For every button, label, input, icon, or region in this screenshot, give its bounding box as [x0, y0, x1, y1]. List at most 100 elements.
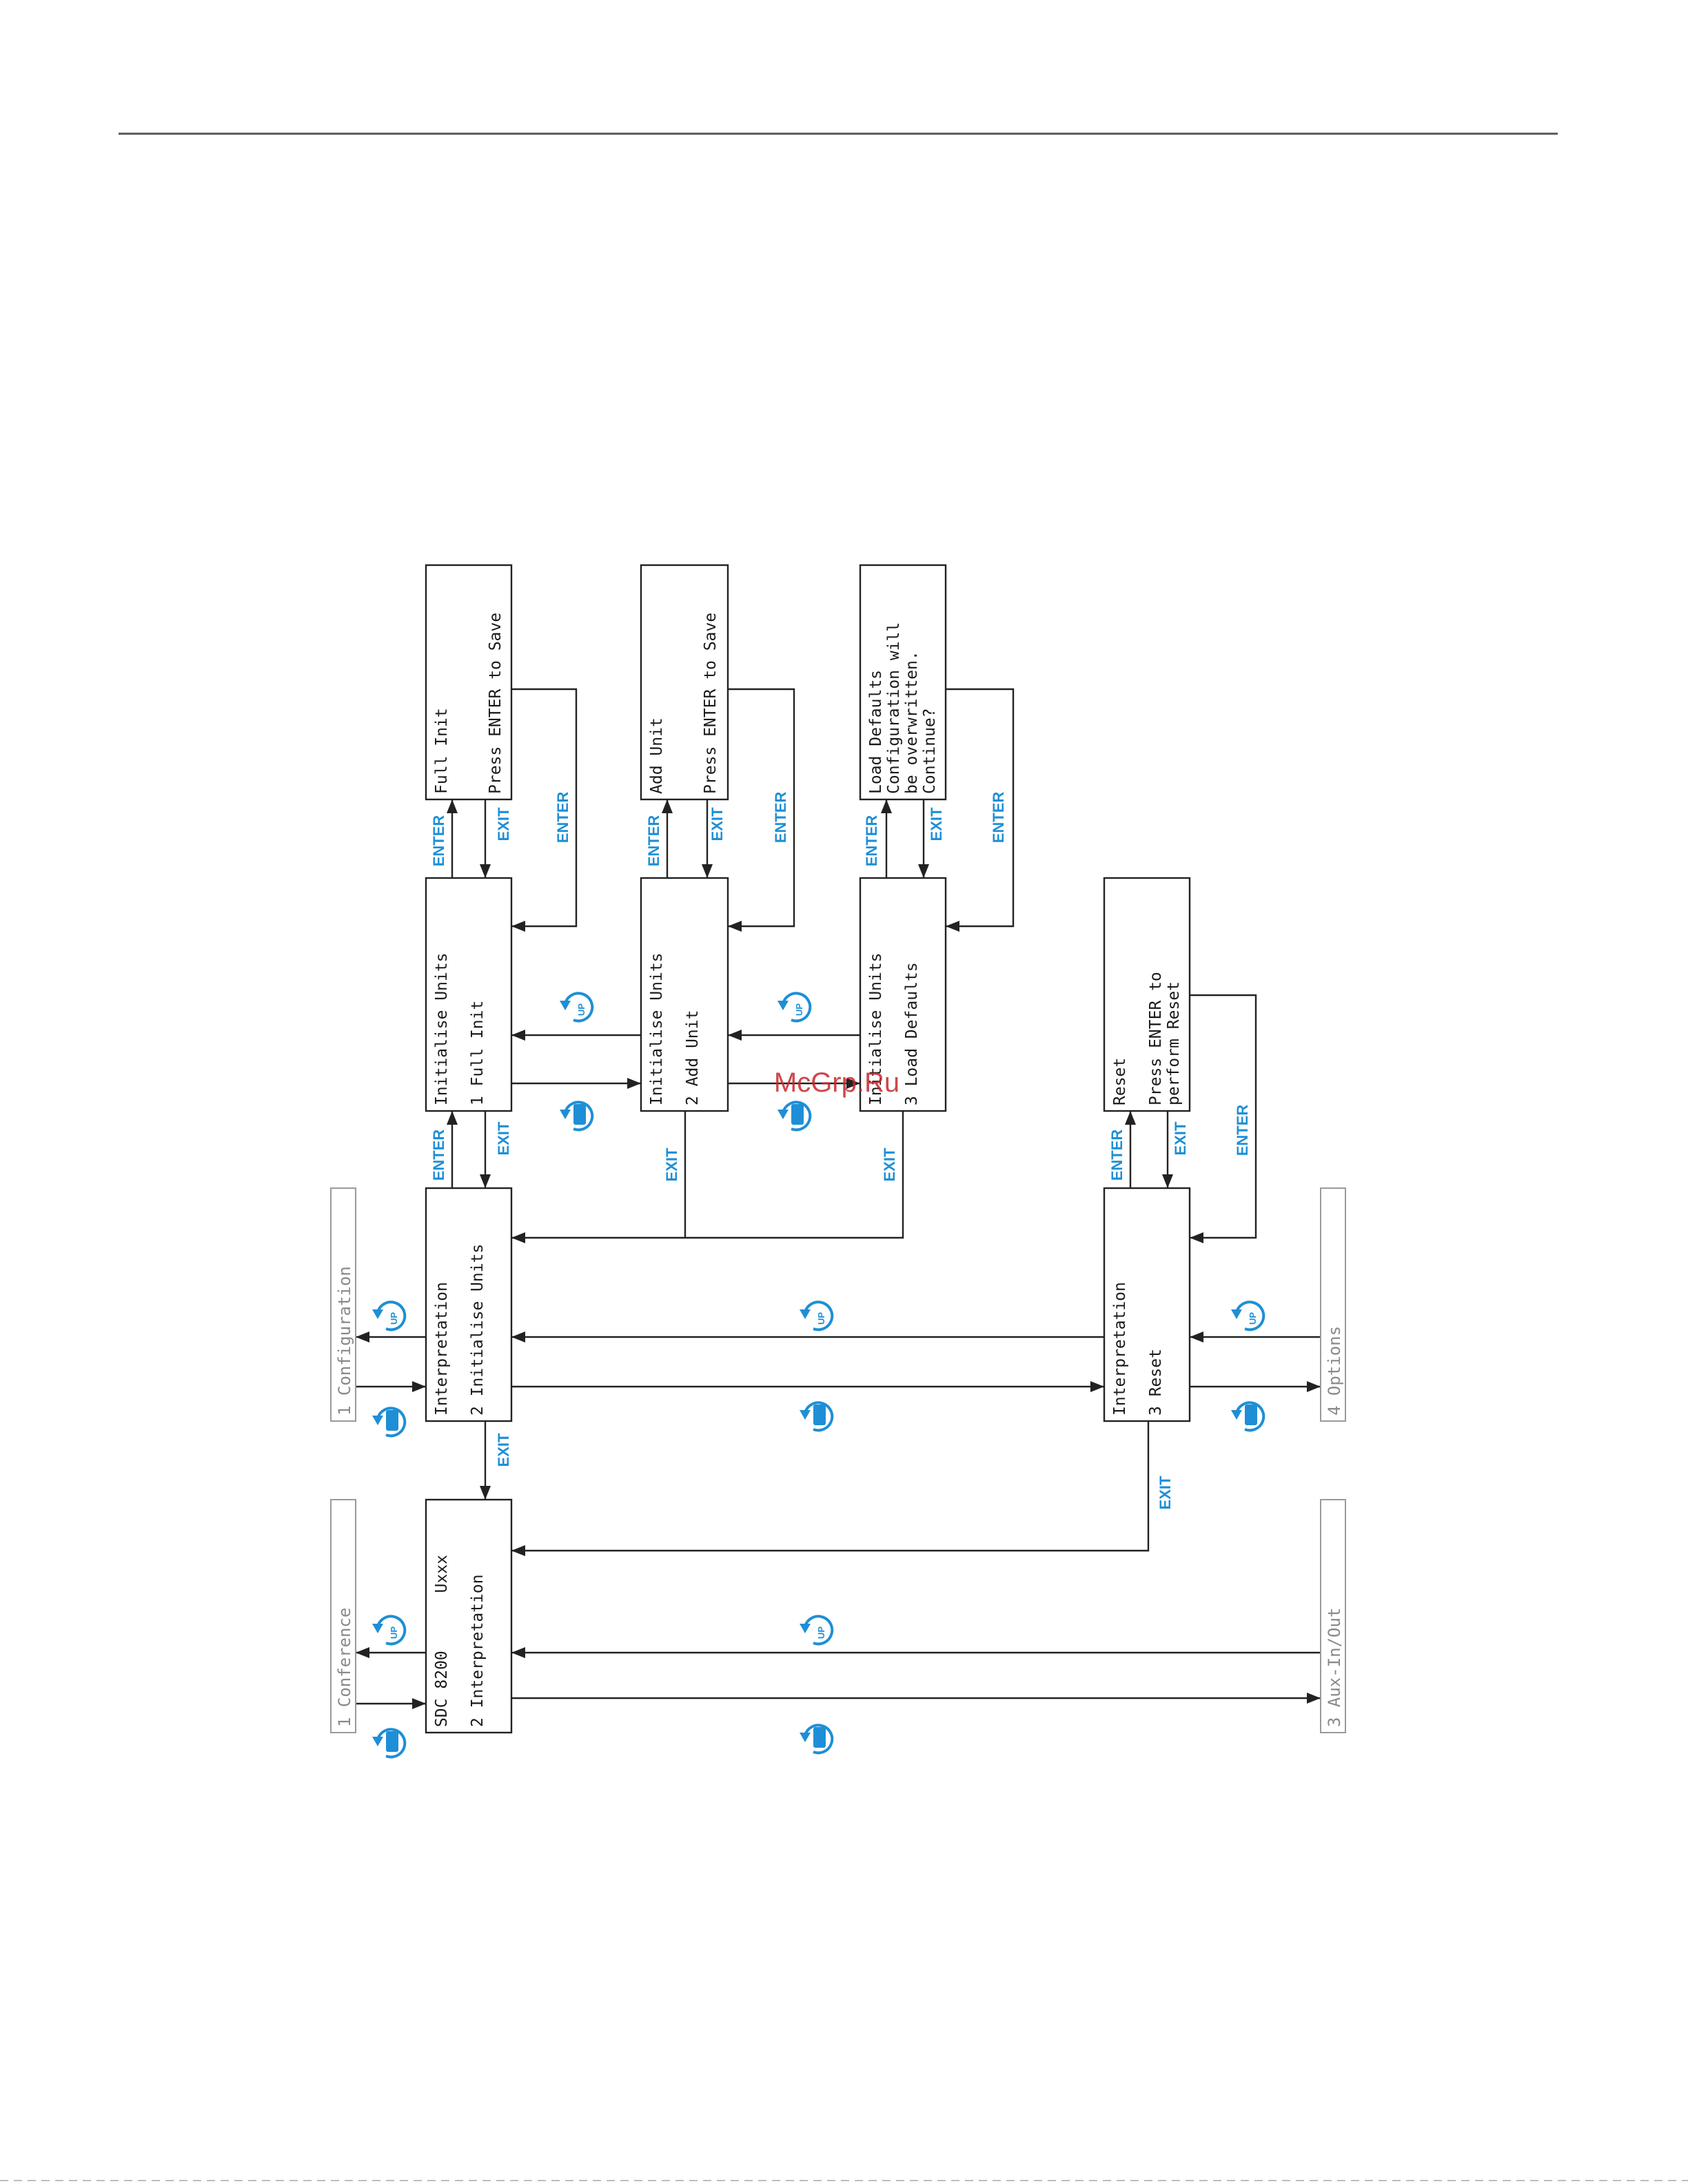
screen-line: 2 Add Unit — [684, 1010, 702, 1105]
enter-key-label: ENTER — [772, 792, 789, 844]
up-key-icon: UP — [372, 1300, 407, 1331]
screen-line: perform Reset — [1165, 981, 1183, 1105]
screen-line: Full Init — [433, 708, 451, 794]
up-icon-arc — [376, 1300, 407, 1331]
down-icon-tab — [791, 1104, 804, 1125]
menu-configuration: 1 Configuration — [330, 1187, 356, 1422]
down-icon-tab — [386, 1410, 398, 1431]
screen-line: Interpretation — [1111, 1282, 1129, 1416]
down-icon-arrowhead — [372, 1416, 383, 1425]
exit-reset-to-sdc-arrow — [511, 1421, 1150, 1556]
up-icon-text: UP — [389, 1626, 399, 1639]
down-key-icon — [372, 1407, 407, 1438]
screen-frame — [1103, 1187, 1191, 1422]
up-icon-arc — [804, 1615, 834, 1646]
screen-line: Initialise Units — [648, 952, 666, 1105]
menu-options: 4 Options — [1320, 1187, 1346, 1422]
down-key-icon — [560, 1101, 594, 1132]
screen-interpretation-reset: Interpretation 3 Reset — [1103, 1187, 1191, 1422]
screen-line: Interpretation — [433, 1282, 451, 1416]
enter-key-label: ENTER — [990, 792, 1007, 844]
menu-frame — [330, 1499, 356, 1733]
up-key-icon: UP — [560, 992, 594, 1023]
up-icon-arrowhead — [800, 1624, 811, 1633]
screen-frame — [425, 564, 513, 801]
menu-aux-in-out: 3 Aux-In/Out — [1320, 1499, 1346, 1733]
exit-load-defaults-to-interpretation-arrow — [511, 1111, 904, 1243]
up-icon-arc — [804, 1300, 834, 1331]
up-icon-arc — [782, 992, 812, 1023]
up-icon-text: UP — [816, 1312, 826, 1325]
exit-key-label: EXIT — [663, 1147, 680, 1181]
menu-label: 4 Options — [1325, 1326, 1344, 1416]
enter-key-label: ENTER — [430, 815, 447, 867]
up-key-icon: UP — [800, 1615, 834, 1646]
watermark: McGrp.Ru — [774, 1068, 899, 1098]
down-icon-arc — [376, 1407, 407, 1438]
screen-line: 3 Load Defaults — [903, 962, 921, 1105]
exit-key-label: EXIT — [495, 807, 512, 841]
menu-label: 1 Configuration — [335, 1266, 354, 1416]
up-key-icon: UP — [1231, 1300, 1265, 1331]
screen-line: 3 Reset — [1147, 1349, 1165, 1416]
up-icon-arc — [376, 1615, 407, 1646]
up-icon-arrowhead — [800, 1309, 811, 1319]
menu-label: 1 Conference — [335, 1608, 354, 1727]
down-icon-arrowhead — [1231, 1410, 1242, 1420]
down-key-icon — [777, 1101, 812, 1132]
screen-line: 2 Initialise Units — [469, 1244, 487, 1416]
menu-frame — [1320, 1499, 1346, 1733]
screen-interpretation-initialise-units: Interpretation 2 Initialise Units — [425, 1187, 513, 1422]
down-icon-arrowhead — [372, 1737, 383, 1746]
up-icon-text: UP — [389, 1312, 399, 1325]
screen-line: Load Defaults — [867, 670, 885, 794]
up-icon-arrowhead — [777, 1001, 789, 1010]
up-icon-text: UP — [576, 1003, 587, 1016]
enter-key-label: ENTER — [1234, 1105, 1251, 1156]
screen-frame — [859, 877, 947, 1112]
down-icon-tab — [386, 1731, 398, 1752]
down-icon-arc — [1235, 1401, 1265, 1432]
down-icon-arc — [376, 1728, 407, 1759]
exit-key-label: EXIT — [495, 1433, 512, 1467]
screen-line: Continue? — [921, 708, 939, 794]
down-icon-arrowhead — [800, 1733, 811, 1742]
exit-key-label: EXIT — [495, 1121, 512, 1155]
up-icon-arc — [564, 992, 594, 1023]
exit-key-label: EXIT — [1172, 1121, 1189, 1155]
screen-line: Configuration will — [885, 622, 903, 794]
up-icon-arrowhead — [372, 1624, 383, 1633]
screen-frame — [425, 877, 513, 1112]
up-icon-text: UP — [1248, 1312, 1258, 1325]
menu-frame — [330, 1187, 356, 1422]
up-icon-arrowhead — [372, 1309, 383, 1319]
screen-line: 2 Interpretation — [469, 1574, 487, 1727]
exit-key-label: EXIT — [1157, 1476, 1174, 1509]
down-icon-arc — [804, 1401, 834, 1432]
down-icon-tab — [813, 1405, 826, 1425]
menu-frame — [1320, 1187, 1346, 1422]
exit-key-label: EXIT — [709, 807, 726, 841]
firmware-version: Uxxx — [433, 1555, 451, 1593]
screen-line: 1 Full Init — [469, 1001, 487, 1105]
up-icon-text: UP — [816, 1626, 826, 1639]
enter-add-unit-save-arrow — [728, 688, 795, 932]
down-icon-tab — [1245, 1405, 1257, 1425]
exit-key-label: EXIT — [881, 1147, 898, 1181]
menu-conference: 1 Conference — [330, 1499, 356, 1733]
down-key-icon — [372, 1728, 407, 1759]
menu-label: 3 Aux-In/Out — [1325, 1608, 1344, 1727]
up-key-icon: UP — [777, 992, 812, 1023]
enter-key-label: ENTER — [1108, 1130, 1126, 1181]
down-icon-arrowhead — [777, 1110, 789, 1119]
screen-frame — [425, 1498, 513, 1734]
screen-frame — [859, 564, 947, 801]
enter-key-label: ENTER — [554, 792, 571, 844]
